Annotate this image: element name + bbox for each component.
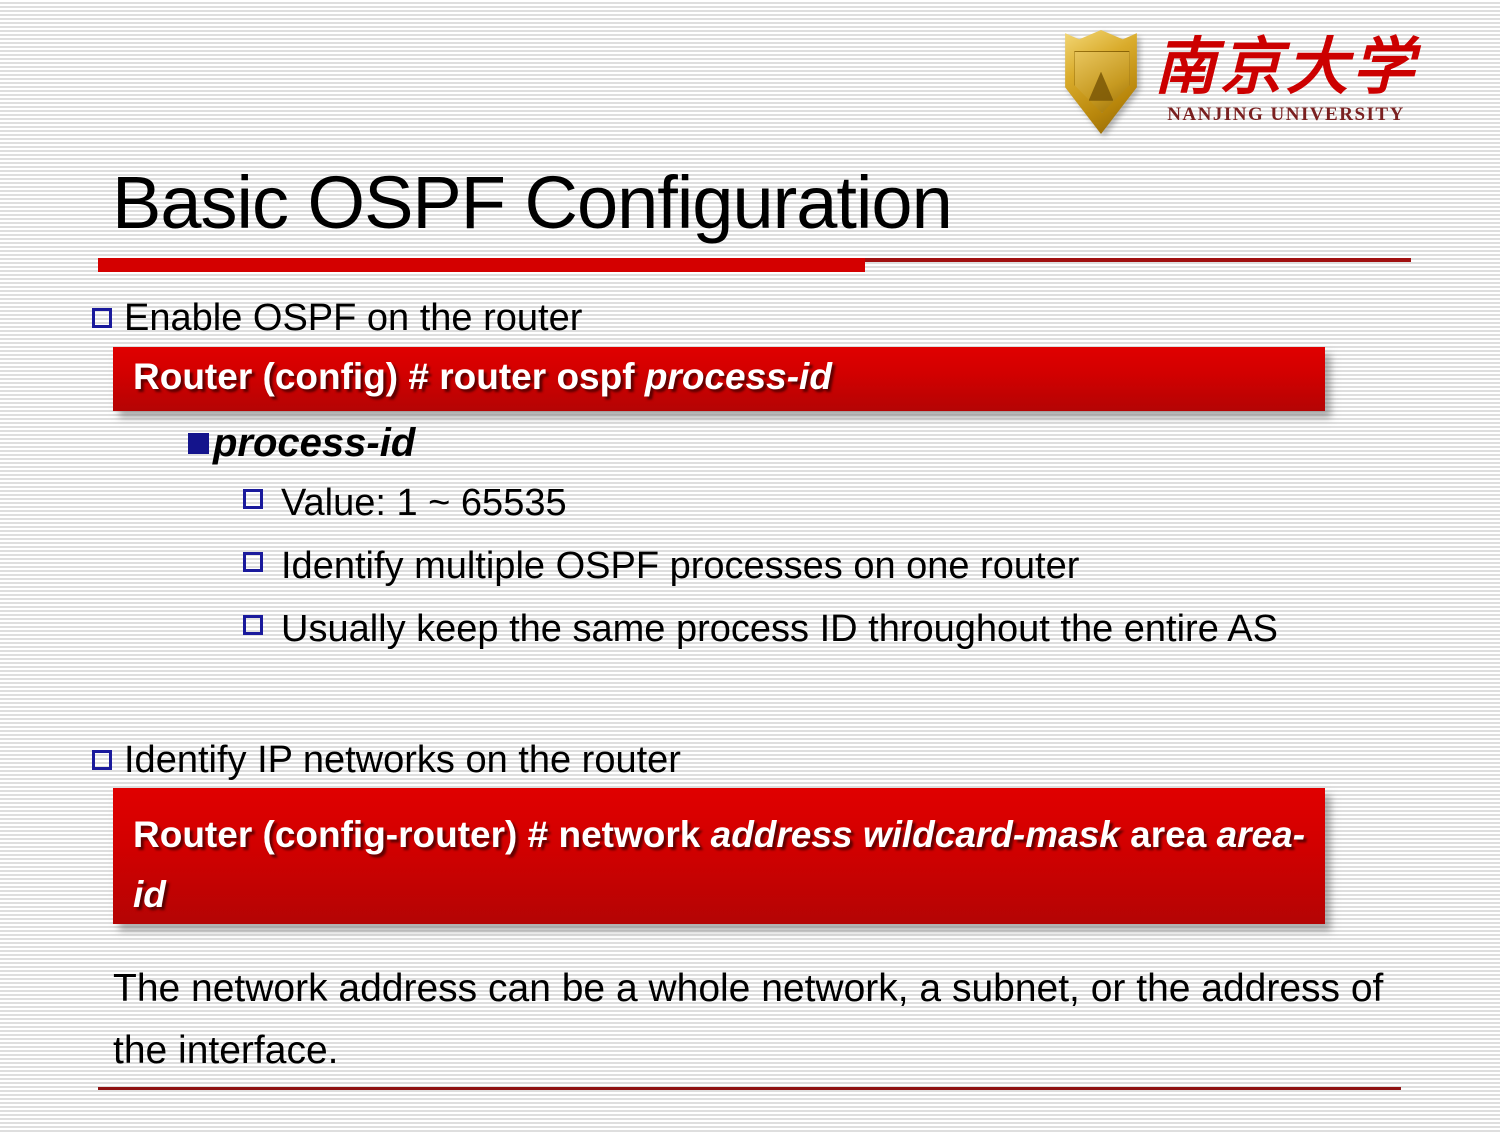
subbullet-process-id: process-id [188, 417, 415, 469]
command-1-param: process-id [644, 356, 832, 397]
subitem-multiple-processes-label: Identify multiple OSPF processes on one … [281, 545, 1080, 587]
logo-wordmark: 南京大学 NANJING UNIVERSITY [1154, 30, 1418, 126]
command-1-prefix: Router (config) # router ospf [133, 356, 635, 397]
command-2-part1: Router (config-router) # network [133, 814, 701, 855]
command-box-2-text: Router (config-router) # network address… [133, 805, 1325, 925]
title-underline-thick [98, 258, 865, 272]
square-outline-bullet-icon [243, 615, 263, 635]
square-outline-bullet-icon [243, 552, 263, 572]
bullet-enable-ospf-label: Enable OSPF on the router [124, 297, 583, 339]
title-underline-thin [865, 258, 1411, 262]
command-box-router-ospf: Router (config) # router ospf process-id [113, 347, 1325, 411]
university-logo: 南京大学 NANJING UNIVERSITY [1062, 30, 1434, 150]
square-filled-bullet-icon [188, 433, 209, 454]
crest-icon [1062, 30, 1140, 134]
logo-chinese-name: 南京大学 [1154, 30, 1419, 103]
square-outline-bullet-icon [243, 489, 263, 509]
bullet-identify-networks-label: Identify IP networks on the router [124, 739, 681, 781]
command-2-part3: area [1130, 814, 1207, 855]
subbullet-process-id-label: process-id [213, 421, 416, 465]
command-2-part4: area-id [133, 814, 1306, 915]
command-2-part2: address wildcard-mask [710, 814, 1120, 855]
footer-note: The network address can be a whole netwo… [113, 967, 1384, 1072]
square-outline-bullet-icon [92, 750, 112, 770]
subitem-same-process-id: Usually keep the same process ID through… [243, 598, 1443, 660]
logo-english-name: NANJING UNIVERSITY [1167, 104, 1405, 125]
subitem-multiple-processes: Identify multiple OSPF processes on one … [243, 535, 1079, 597]
command-box-1-text: Router (config) # router ospf process-id [133, 351, 1325, 403]
bullet-enable-ospf: Enable OSPF on the router [92, 293, 582, 343]
bullet-identify-networks: Identify IP networks on the router [92, 735, 681, 785]
page-title: Basic OSPF Configuration [112, 161, 953, 244]
subitem-value-range-label: Value: 1 ~ 65535 [281, 482, 567, 524]
square-outline-bullet-icon [92, 308, 112, 328]
subitem-value-range: Value: 1 ~ 65535 [243, 472, 567, 534]
subitem-same-process-id-label: Usually keep the same process ID through… [281, 608, 1278, 650]
footer-divider [98, 1087, 1401, 1090]
command-box-network: Router (config-router) # network address… [113, 788, 1325, 924]
